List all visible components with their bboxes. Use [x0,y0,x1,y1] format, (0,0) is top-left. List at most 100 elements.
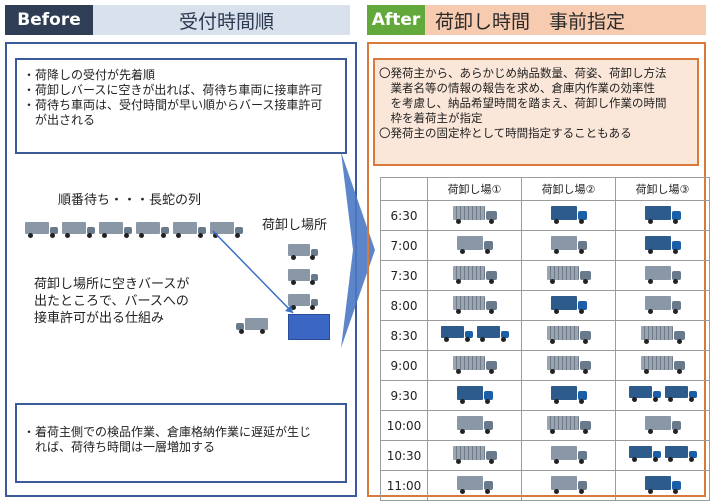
berth-block [288,314,330,340]
slot-cell [521,200,616,231]
after-note-4: 枠を着荷主が指定 [379,111,483,125]
schedule-row: 10:00 [380,410,710,441]
truck-icon [547,326,591,344]
slot-cell [427,200,522,231]
slot-cell [615,440,710,471]
slot-cell [521,380,616,411]
slot-cell [615,290,710,321]
after-tag: After [367,5,425,35]
truck-icon [453,296,497,314]
schedule-row: 8:30 [380,320,710,351]
time-cell: 8:30 [380,320,428,351]
schedule-corner-cell [380,177,428,201]
after-tag-label: After [371,10,421,30]
slot-cell [615,380,710,411]
before-tag: Before [5,5,93,35]
schedule-row: 7:00 [380,230,710,261]
mechanism-line-2: 出たところで、バースへの [34,294,189,309]
truck-icon [551,386,587,404]
before-tag-label: Before [17,10,81,30]
time-cell: 9:30 [380,380,428,411]
truck-icon [136,222,169,238]
slot-cell [521,410,616,441]
truck-icon [477,326,509,342]
truck-icon [665,386,697,402]
time-cell: 8:00 [380,290,428,321]
slot-cell [427,410,522,441]
before-note-1: ・荷降しの受付が先着順 [23,68,156,82]
truck-icon [288,294,318,310]
truck-icon [457,386,493,404]
truck-icon [641,326,685,344]
truck-icon [629,386,661,402]
slot-cell [427,260,522,291]
mechanism-text: 荷卸し場所に空きバースが 出たところで、バースへの 接車許可が出る仕組み [34,276,189,327]
truck-icon [547,356,591,374]
truck-icon [551,236,587,254]
slot-cell [427,380,522,411]
before-notes-box: ・荷降しの受付が先着順 ・荷卸しバースに空きが出れば、荷待ち車両に接車許可 ・荷… [15,58,347,154]
slot-cell [615,470,710,501]
truck-icon [288,269,318,285]
truck-icon [645,416,681,434]
slot-cell [521,320,616,351]
truck-icon [629,446,661,462]
slot-cell [615,230,710,261]
truck-icon [641,356,685,374]
truck-icon [173,222,206,238]
berth-arrow [212,230,294,314]
transition-arrow [341,152,375,348]
slot-cell [521,290,616,321]
truck-icon [645,236,681,254]
schedule-row: 6:30 [380,200,710,231]
schedule-header-row: 荷卸し場① 荷卸し場② 荷卸し場③ [380,177,710,201]
truck-icon [551,476,587,494]
truck-icon [645,476,681,494]
truck-icon [453,266,497,284]
truck-icon [551,296,587,314]
mechanism-line-1: 荷卸し場所に空きバースが [34,277,190,292]
truck-icon [665,446,697,462]
slot-cell [615,260,710,291]
column-header-2: 荷卸し場② [521,177,616,201]
schedule-row: 10:30 [380,440,710,471]
truck-icon [441,326,473,342]
time-cell: 9:00 [380,350,428,381]
time-cell: 6:30 [380,200,428,231]
time-cell: 10:00 [380,410,428,441]
schedule-row: 11:00 [380,470,710,501]
after-note-5: 〇発荷主の固定枠として時間指定することもある [379,126,632,140]
truck-icon [453,356,497,374]
truck-icon [645,206,681,224]
truck-icon [547,266,591,284]
slot-cell [615,410,710,441]
after-header: 荷卸し時間 事前指定 [425,5,706,35]
time-cell: 7:30 [380,260,428,291]
slot-cell [521,230,616,261]
truck-icon [551,206,587,224]
bottom-note-1: ・着荷主側での検品作業、倉庫格納作業に遅延が生じ [23,425,312,439]
dock-label: 荷卸し場所 [262,218,328,233]
truck-icon [551,446,587,464]
schedule-row: 8:00 [380,290,710,321]
before-note-3: ・荷待ち車両は、受付時間が早い順からバース接車許可 [23,98,323,112]
truck-icon [645,266,681,284]
before-note-2: ・荷卸しバースに空きが出れば、荷待ち車両に接車許可 [23,83,323,97]
slot-cell [427,470,522,501]
time-cell: 11:00 [380,470,428,501]
after-title: 荷卸し時間 事前指定 [435,10,626,33]
slot-cell [521,260,616,291]
truck-icon [457,416,493,434]
slot-cell [521,350,616,381]
after-note-1: 〇発荷主から、あらかじめ納品数量、荷姿、荷卸し方法 [379,66,667,80]
truck-icon [453,206,497,224]
before-bottom-box: ・着荷主側での検品作業、倉庫格納作業に遅延が生じ れば、荷待ち時間は一層増加する [15,403,347,483]
after-note-3: を考慮し、納品希望時間を踏まえ、荷卸し作業の時間 [379,96,667,110]
slot-cell [615,350,710,381]
schedule-row: 9:00 [380,350,710,381]
slot-cell [427,350,522,381]
column-header-3: 荷卸し場③ [615,177,710,201]
bottom-note-2: れば、荷待ち時間は一層増加する [23,440,216,454]
schedule-row: 7:30 [380,260,710,291]
schedule-row: 9:30 [380,380,710,411]
